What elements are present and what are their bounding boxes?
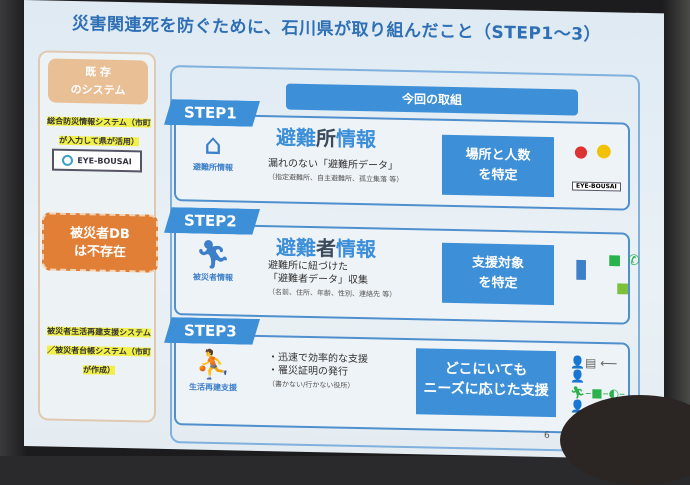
heading-part: 情報 [336, 236, 376, 262]
step2-heading: 避難者情報 [276, 231, 376, 262]
shelter-info-icon-group: ⌂避難所情報 [188, 127, 238, 173]
line-app-icon: ■ [608, 252, 622, 269]
heading-part: 情報 [336, 126, 376, 152]
kintone-logo-icon: ● [596, 139, 612, 162]
step3-description: ・迅速で効率的な支援・罹災証明の発行（書かない/行かない役所） [268, 351, 368, 393]
slide-title: 災害関連死を防ぐために、石川県が取り組んだこと（STEP1～3） [72, 14, 602, 46]
existing-systems-column: 既 存のシステム 総合防災情報システム（市町が入力して県が活用） EYE-BOU… [38, 50, 158, 423]
step1-heading: 避難所情報 [276, 121, 376, 152]
step2-panel: 🏃︎被災者情報 避難者情報 避難所に紐づけた「避難者データ」収集（名前、住所、年… [174, 223, 640, 325]
logo-text: EYE-BOUSAI [77, 155, 132, 166]
step3-panel: ⛹生活再建支援 ・迅速で効率的な支援・罹災証明の発行（書かない/行かない役所） … [174, 333, 630, 435]
desc-note: （名前、住所、年齢、性別、連絡先 等） [268, 288, 397, 299]
box-line: を特定 [478, 275, 518, 292]
box-line: を特定 [478, 167, 518, 184]
note-text: 総合防災情報システム（市町が入力して県が活用） [47, 116, 151, 147]
step2-result-box: 支援対象を特定 [442, 242, 554, 306]
house-icon: ⌂ [204, 127, 222, 162]
box-line: ニーズに応じた支援 [423, 380, 549, 399]
note-text: 被災者生活再建支援システム／被災者台帳システム（市町が作成） [47, 326, 151, 375]
document-flow-icon: 👤▤ ⟵ 👤 [570, 355, 618, 384]
icon-label: 避難所情報 [193, 162, 233, 173]
desc-line: 「避難者データ」収集 [268, 273, 368, 287]
eye-bousai-logo: EYE-BOUSAI [52, 148, 142, 173]
database-icon: ▮ [574, 253, 589, 284]
step2-description: 避難所に紐づけた「避難者データ」収集（名前、住所、年齢、性別、連絡先 等） [268, 259, 396, 302]
recovery-support-icon-group: ⛹生活再建支援 [188, 347, 238, 393]
heading-part: 所 [316, 126, 336, 151]
desc-note: （指定避難所、自主避難所、孤立集落 等） [268, 173, 404, 184]
header-line: 既 存 [85, 65, 111, 79]
desc-note: （書かない/行かない役所） [268, 380, 355, 390]
desc-line: 漏れのない「避難所データ」 [268, 158, 398, 172]
logo-circle-icon [62, 154, 74, 166]
badge-line: 被災者DB [70, 225, 130, 243]
badge-line: は不存在 [73, 244, 126, 261]
header-line: のシステム [70, 82, 126, 98]
step2-tag: STEP2 [164, 207, 260, 235]
step3-result-box: どこにいてもニーズに応じた支援 [416, 348, 556, 418]
heading-part: 者 [316, 236, 336, 261]
step1-result-box: 場所と人数を特定 [442, 134, 554, 198]
heading-part: 避難 [276, 125, 316, 151]
step1-tag: STEP1 [164, 99, 260, 127]
presentation-slide: 災害関連死を防ぐために、石川県が取り組んだこと（STEP1～3） 既 存のシステ… [24, 0, 664, 460]
heading-part: 避難 [276, 235, 316, 261]
victim-info-icon-group: 🏃︎被災者情報 [188, 237, 238, 283]
phone-icon: ✆ [628, 252, 640, 269]
running-person-icon: 🏃︎ [195, 237, 231, 272]
step1-description: 漏れのない「避難所データ」（指定避難所、自主避難所、孤立集落 等） [268, 157, 403, 187]
note-disaster-system: 総合防災情報システム（市町が入力して県が活用） [44, 108, 154, 148]
eye-bousai-small-logo: EYE-BOUSAI [572, 181, 621, 192]
people-lifting-icon: ⛹ [195, 347, 231, 382]
card-icon: ■ [616, 280, 630, 297]
app-logo-icon: ● [574, 141, 588, 161]
note-recovery-system: 被災者生活再建支援システム／被災者台帳システム（市町が作成） [44, 318, 154, 377]
icon-label: 生活再建支援 [189, 382, 237, 393]
desc-line: ・罹災証明の発行 [268, 365, 348, 378]
page-number: 6 [544, 430, 550, 442]
box-line: 支援対象 [471, 255, 524, 272]
step1-panel: ⌂避難所情報 避難所情報 漏れのない「避難所データ」（指定避難所、自主避難所、孤… [174, 113, 630, 211]
existing-systems-header: 既 存のシステム [48, 58, 148, 105]
icon-label: 被災者情報 [193, 272, 233, 283]
step3-tag: STEP3 [164, 317, 260, 345]
box-line: 場所と人数 [465, 147, 531, 164]
